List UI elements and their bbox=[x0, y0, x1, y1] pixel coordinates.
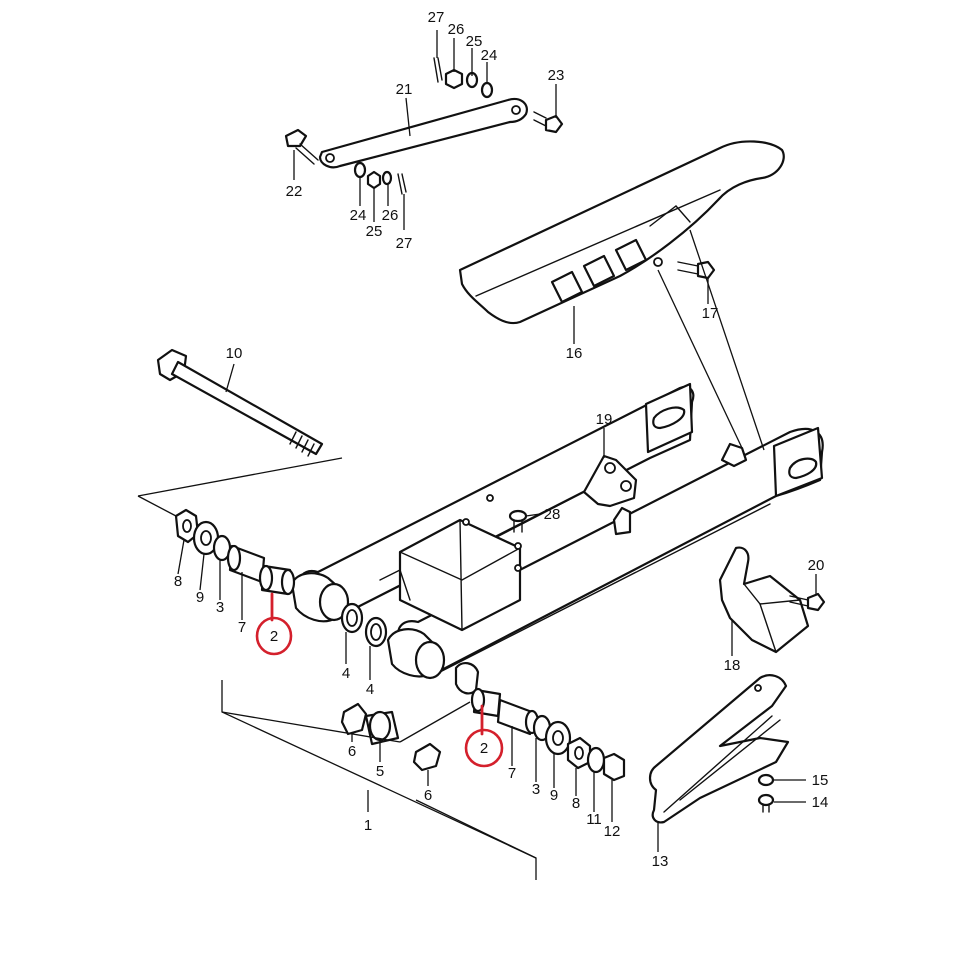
callout-6-left: 6 bbox=[348, 743, 356, 760]
callout-26-bottom: 26 bbox=[382, 207, 399, 224]
callout-labels: 1 3 3 4 4 5 6 6 7 7 8 8 9 9 10 11 12 13 … bbox=[174, 9, 829, 870]
right-pivot-stack bbox=[470, 687, 626, 782]
bolt-17 bbox=[677, 260, 716, 280]
cotter-pin-27-bottom bbox=[397, 173, 407, 195]
callout-25-top: 25 bbox=[466, 33, 483, 50]
callout-4-lower: 4 bbox=[366, 681, 374, 698]
callout-4-upper: 4 bbox=[342, 665, 350, 682]
callout-15: 15 bbox=[812, 772, 829, 789]
washer-26-bottom bbox=[381, 170, 393, 186]
callout-2-left: 2 bbox=[270, 628, 278, 645]
callout-2-right: 2 bbox=[480, 740, 488, 757]
chain-slider-13 bbox=[648, 674, 790, 824]
callout-5: 5 bbox=[376, 763, 384, 780]
callout-8-left: 8 bbox=[174, 573, 182, 590]
bearing-6-left bbox=[340, 702, 368, 736]
callout-8-right: 8 bbox=[572, 795, 580, 812]
chain-guard-18 bbox=[718, 546, 810, 654]
callout-27-bottom: 27 bbox=[396, 235, 413, 252]
swingarm-frame bbox=[290, 382, 824, 695]
pivot-shaft-10 bbox=[156, 348, 324, 457]
callout-9-right: 9 bbox=[550, 787, 558, 804]
callout-12: 12 bbox=[604, 823, 621, 840]
washer-15 bbox=[757, 773, 775, 787]
callout-24-top: 24 bbox=[481, 47, 498, 64]
callout-23: 23 bbox=[548, 67, 565, 84]
highlight-part-2-right: 2 bbox=[464, 704, 504, 768]
washer-24-top bbox=[480, 81, 494, 99]
left-pivot-stack bbox=[174, 508, 296, 596]
callout-7-right: 7 bbox=[508, 765, 516, 782]
callout-6-right: 6 bbox=[424, 787, 432, 804]
callout-27-top: 27 bbox=[428, 9, 445, 26]
bracket-19 bbox=[582, 454, 638, 508]
bolt-28 bbox=[508, 509, 528, 533]
callout-13: 13 bbox=[652, 853, 669, 870]
cotter-pin-27-top bbox=[433, 57, 443, 83]
nut-12 bbox=[602, 752, 626, 782]
callout-26-top: 26 bbox=[448, 21, 465, 38]
callout-3-right: 3 bbox=[532, 781, 540, 798]
chain-case-group bbox=[458, 140, 785, 325]
bolt-20 bbox=[789, 592, 826, 612]
callout-19: 19 bbox=[596, 411, 613, 428]
callout-18: 18 bbox=[724, 657, 741, 674]
collar-7-right bbox=[496, 698, 534, 736]
bolt-23 bbox=[533, 111, 564, 134]
torque-link-group bbox=[284, 57, 564, 195]
callout-7-left: 7 bbox=[238, 619, 246, 636]
callout-17: 17 bbox=[702, 305, 719, 322]
highlight-part-2-left: 2 bbox=[255, 592, 293, 656]
callout-11: 11 bbox=[586, 811, 602, 828]
callout-24-bottom: 24 bbox=[350, 207, 367, 224]
screw-14 bbox=[757, 793, 775, 813]
washer-11 bbox=[586, 746, 606, 774]
callout-22: 22 bbox=[286, 183, 303, 200]
callout-25-bottom: 25 bbox=[366, 223, 383, 240]
bearing-6-right bbox=[412, 742, 442, 772]
callout-10: 10 bbox=[226, 345, 243, 362]
callout-9-left: 9 bbox=[196, 589, 204, 606]
leader-lines bbox=[137, 30, 817, 880]
nut-25-bottom bbox=[366, 170, 382, 190]
callout-1: 1 bbox=[364, 817, 372, 834]
callout-28: 28 bbox=[544, 506, 561, 523]
callout-21: 21 bbox=[396, 81, 413, 98]
washer-24-bottom bbox=[353, 161, 367, 179]
torque-link-rod bbox=[318, 97, 528, 169]
callout-14: 14 bbox=[812, 794, 829, 811]
callout-16: 16 bbox=[566, 345, 583, 362]
callout-3-left: 3 bbox=[216, 599, 224, 616]
bolt-22 bbox=[284, 128, 319, 165]
nut-26-top bbox=[444, 68, 464, 90]
callout-20: 20 bbox=[808, 557, 825, 574]
